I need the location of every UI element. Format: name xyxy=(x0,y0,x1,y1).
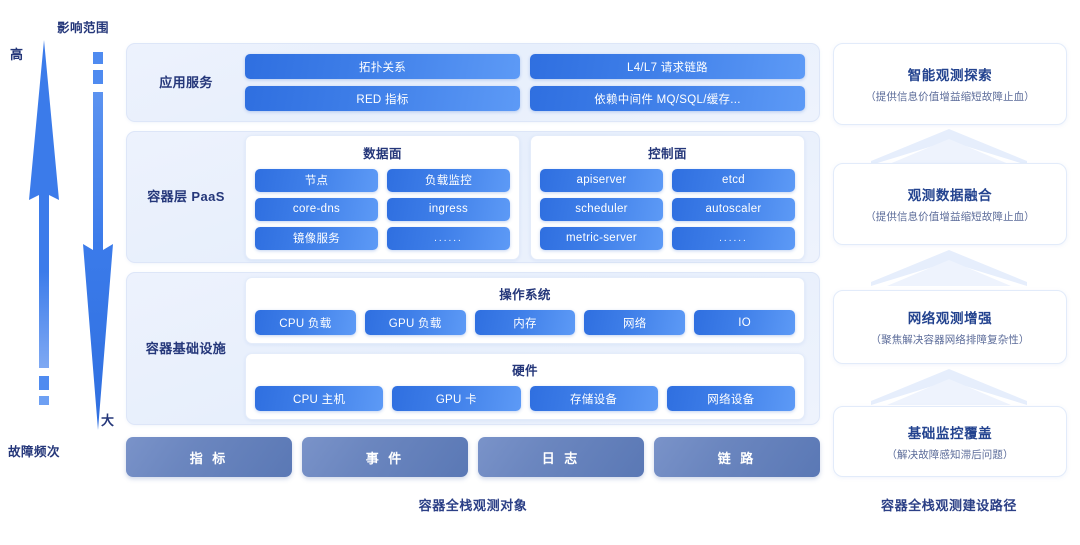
pill-load-monitor[interactable]: 负载监控 xyxy=(387,168,510,192)
pill-metric-server[interactable]: metric-server xyxy=(540,226,663,250)
card-control-plane: 控制面 apiserver etcd scheduler autoscaler … xyxy=(530,134,805,260)
pill-core-dns[interactable]: core-dns xyxy=(255,197,378,221)
roadmap-column: 智能观测探索 （提供信息价值增益缩短故障止血） 观测数据融合 （提供信息价值增益… xyxy=(833,43,1067,477)
signal-logs[interactable]: 日 志 xyxy=(478,437,644,477)
pill-scheduler[interactable]: scheduler xyxy=(540,197,663,221)
pill-node[interactable]: 节点 xyxy=(255,168,378,192)
observability-signal-strip: 指 标 事 件 日 志 链 路 xyxy=(126,437,820,477)
application-body: 拓扑关系 RED 指标 L4/L7 请求链路 依赖中间件 MQ/SQL/缓存..… xyxy=(245,54,819,111)
pill-cpu-host[interactable]: CPU 主机 xyxy=(255,386,384,411)
signal-traces[interactable]: 链 路 xyxy=(654,437,820,477)
pill-control-plane-more[interactable]: ...... xyxy=(672,226,795,250)
chevron-up-arrow-icon-1 xyxy=(871,129,1027,165)
card-title-control-plane: 控制面 xyxy=(648,146,687,161)
chevron-up-arrow-icon-2 xyxy=(871,250,1027,286)
roadmap-title-3: 基础监控覆盖 xyxy=(907,425,993,441)
pill-io[interactable]: IO xyxy=(694,310,795,335)
roadmap-title-1: 观测数据融合 xyxy=(907,188,993,203)
signal-metrics[interactable]: 指 标 xyxy=(126,437,292,477)
pill-memory[interactable]: 内存 xyxy=(474,310,576,335)
card-hardware: 硬件 CPU 主机 GPU 卡 存储设备 网络设备 xyxy=(245,353,805,420)
pill-etcd[interactable]: etcd xyxy=(672,168,795,192)
pill-middleware[interactable]: 依赖中间件 MQ/SQL/缓存... xyxy=(530,86,805,111)
roadmap-card-basic-monitoring[interactable]: 基础监控覆盖 （解决故障感知滞后问题） xyxy=(833,406,1067,477)
axis-top-title: 影响范围 xyxy=(57,21,110,35)
roadmap-subtitle-3: （解决故障感知滞后问题） xyxy=(886,448,1014,461)
layer-label-application: 应用服务 xyxy=(159,74,213,90)
pill-gpu-card[interactable]: GPU 卡 xyxy=(392,386,521,411)
pill-apiserver[interactable]: apiserver xyxy=(540,168,663,192)
card-title-operating-system: 操作系统 xyxy=(499,288,551,302)
pill-autoscaler[interactable]: autoscaler xyxy=(672,197,795,221)
pill-data-plane-more[interactable]: ...... xyxy=(387,226,510,250)
axis-big-label: 大 xyxy=(101,413,115,428)
caption-roadmap: 容器全栈观测建设路径 xyxy=(880,498,1017,513)
pill-image-service[interactable]: 镜像服务 xyxy=(255,226,378,250)
roadmap-card-network-observability[interactable]: 网络观测增强 （聚焦解决容器网络排障复杂性） xyxy=(833,290,1067,364)
axis-high-label: 高 xyxy=(10,47,24,62)
caption-observation-objects: 容器全栈观测对象 xyxy=(418,498,528,513)
hardware-row: CPU 主机 GPU 卡 存储设备 网络设备 xyxy=(255,386,795,411)
axis-area: 影响范围 高 xyxy=(0,0,120,545)
card-title-data-plane: 数据面 xyxy=(363,146,402,161)
pill-network[interactable]: 网络 xyxy=(584,310,686,335)
signal-events[interactable]: 事 件 xyxy=(302,437,468,477)
pill-gpu-load[interactable]: GPU 负载 xyxy=(364,310,466,335)
layer-label-paas: 容器层 PaaS xyxy=(147,189,225,205)
roadmap-card-intelligent-exploration[interactable]: 智能观测探索 （提供信息价值增益缩短故障止血） xyxy=(833,43,1067,125)
pill-storage-device[interactable]: 存储设备 xyxy=(529,386,658,411)
pill-cpu-load[interactable]: CPU 负载 xyxy=(255,310,356,335)
axis-bottom-title: 故障频次 xyxy=(8,445,61,459)
roadmap-subtitle-1: （提供信息价值增益缩短故障止血） xyxy=(865,211,1035,223)
layer-infrastructure: 容器基础设施 操作系统 CPU 负载 GPU 负载 内存 网络 IO 硬件 C xyxy=(126,272,820,425)
roadmap-title-2: 网络观测增强 xyxy=(907,311,993,326)
arrow-up-icon xyxy=(29,40,59,405)
pill-l4l7-trace[interactable]: L4/L7 请求链路 xyxy=(530,54,805,79)
pill-red-metrics[interactable]: RED 指标 xyxy=(245,86,520,111)
layer-label-infrastructure: 容器基础设施 xyxy=(145,340,227,356)
roadmap-subtitle-0: （提供信息价值增益缩短故障止血） xyxy=(865,91,1035,103)
roadmap-title-0: 智能观测探索 xyxy=(907,68,993,83)
pill-network-device[interactable]: 网络设备 xyxy=(666,386,795,411)
data-plane-grid: 节点 负载监控 core-dns ingress 镜像服务 ...... xyxy=(255,168,510,250)
paas-body: 数据面 节点 负载监控 core-dns ingress 镜像服务 ......… xyxy=(245,134,819,260)
chevron-up-arrow-icon-3 xyxy=(871,369,1027,405)
card-operating-system: 操作系统 CPU 负载 GPU 负载 内存 网络 IO xyxy=(245,277,805,344)
roadmap-card-data-fusion[interactable]: 观测数据融合 （提供信息价值增益缩短故障止血） xyxy=(833,163,1067,245)
pill-topology[interactable]: 拓扑关系 xyxy=(245,54,520,79)
roadmap-subtitle-2: （聚焦解决容器网络排障复杂性） xyxy=(870,334,1030,346)
arrow-down-icon xyxy=(83,52,113,430)
application-column-left: 拓扑关系 RED 指标 xyxy=(245,54,520,111)
control-plane-grid: apiserver etcd scheduler autoscaler metr… xyxy=(540,168,795,250)
infrastructure-body: 操作系统 CPU 负载 GPU 负载 内存 网络 IO 硬件 CPU 主机 GP… xyxy=(245,277,819,420)
operating-system-row: CPU 负载 GPU 负载 内存 网络 IO xyxy=(255,310,795,335)
card-title-hardware: 硬件 xyxy=(512,364,538,378)
application-column-right: L4/L7 请求链路 依赖中间件 MQ/SQL/缓存... xyxy=(530,54,805,111)
layer-paas: 容器层 PaaS 数据面 节点 负载监控 core-dns ingress 镜像… xyxy=(126,131,820,263)
pill-ingress[interactable]: ingress xyxy=(387,197,510,221)
card-data-plane: 数据面 节点 负载监控 core-dns ingress 镜像服务 ...... xyxy=(245,134,520,260)
stack-panel: 应用服务 拓扑关系 RED 指标 L4/L7 请求链路 依赖中间件 MQ/SQL… xyxy=(126,43,820,428)
layer-application: 应用服务 拓扑关系 RED 指标 L4/L7 请求链路 依赖中间件 MQ/SQL… xyxy=(126,43,820,122)
